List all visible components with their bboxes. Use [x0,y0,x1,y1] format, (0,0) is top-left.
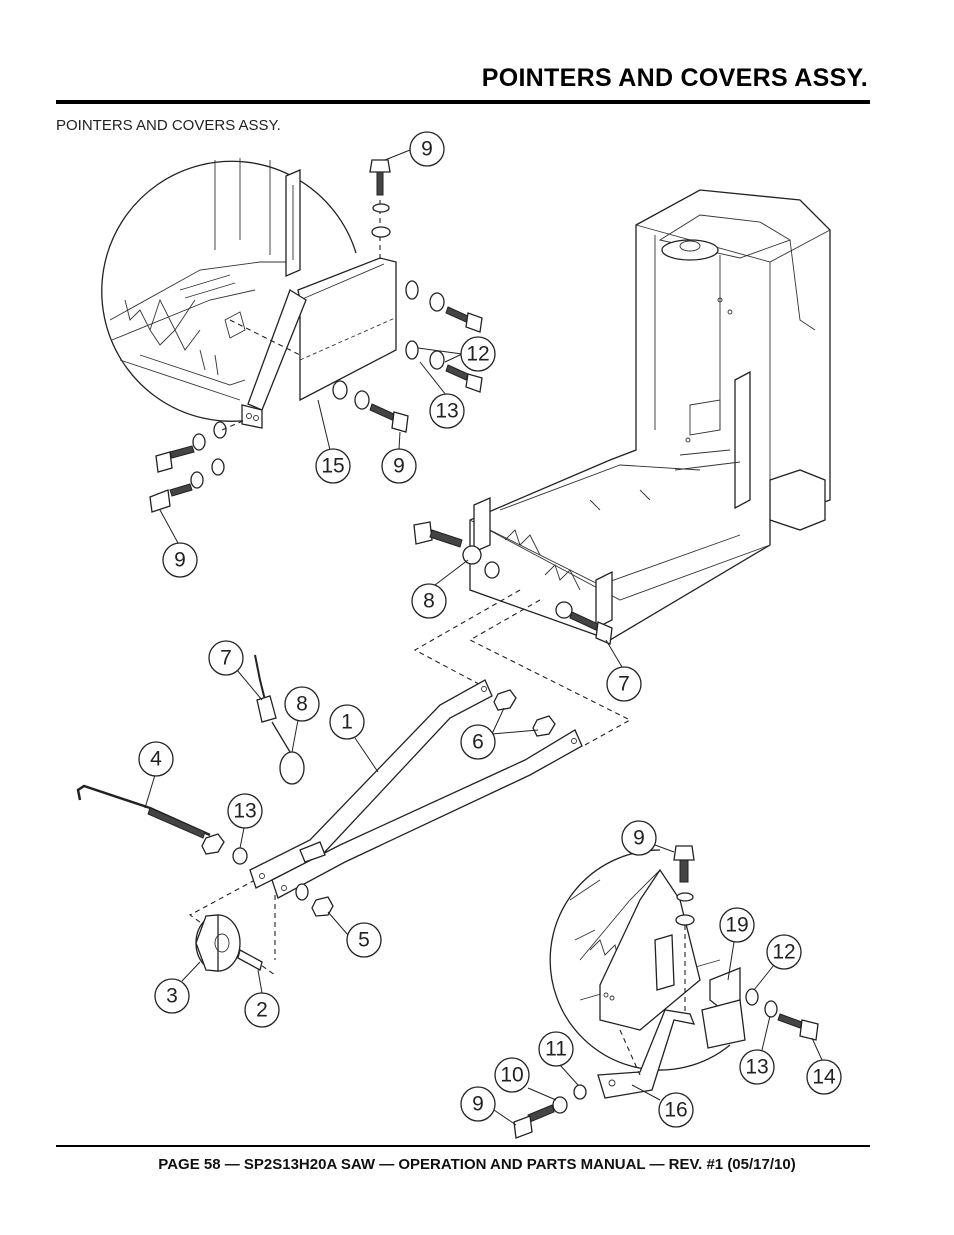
callout-label: 4 [150,748,162,771]
callout-10: 10 [494,1057,557,1101]
callout-12-lower: 12 [753,934,802,991]
callout-label: 2 [256,999,268,1022]
page-title: POINTERS AND COVERS ASSY. [481,64,868,92]
footer-rule [56,1145,870,1147]
callout-13-top: 13 [419,361,465,429]
callout-9-lower: 9 [621,820,675,856]
fastener-group-frame [413,521,613,645]
fastener-group-upper [149,159,483,513]
callout-label: 8 [296,693,308,716]
callout-label: 12 [466,343,489,366]
callout-label: 16 [664,1099,687,1122]
callout-9-left: 9 [159,509,198,578]
callout-6: 6 [460,707,539,760]
callout-label: 1 [341,711,353,734]
callout-8-ring: 8 [284,686,320,753]
saw-frame [469,189,831,641]
callout-12-top: 12 [417,336,496,372]
callout-label: 9 [174,549,186,572]
callout-label: 6 [472,731,484,754]
detail-view-lower [513,845,819,1139]
callout-4: 4 [138,741,174,809]
detail-view-upper [101,158,397,429]
callout-19: 19 [719,907,755,981]
callout-label: 10 [500,1064,523,1087]
hidden-lines-middle [188,589,632,976]
callout-8-frame: 8 [411,559,469,619]
callout-label: 15 [321,455,344,478]
callout-16: 16 [631,1084,694,1128]
callout-7-frame: 7 [605,639,642,702]
callout-11: 11 [538,1031,579,1086]
callout-label: 7 [618,673,630,696]
callout-label: 14 [812,1066,836,1089]
callout-label: 3 [166,985,178,1008]
callout-14: 14 [806,1037,842,1095]
callout-3: 3 [154,961,201,1014]
callout-label: 13 [745,1056,768,1079]
callout-9-bottom: 9 [460,1086,517,1126]
callout-label: 13 [435,400,458,423]
callout-9-top: 9 [384,131,445,167]
callout-label: 13 [233,800,256,823]
pointer-assembly [76,654,583,972]
callout-13-rod: 13 [227,793,263,849]
callout-5: 5 [327,911,382,958]
header-rule [56,100,870,104]
callout-9-mid: 9 [381,431,417,484]
callouts: 9 12 13 15 9 9 8 7 7 8 1 6 4 13 5 3 2 9 … [138,131,842,1128]
callout-label: 11 [545,1038,567,1061]
diagram-caption: POINTERS AND COVERS ASSY. [56,117,281,134]
callout-label: 19 [725,914,748,937]
page-footer: PAGE 58 — SP2S13H20A SAW — OPERATION AND… [158,1156,796,1173]
callout-label: 7 [220,647,232,670]
callout-label: 12 [772,941,795,964]
callout-13-lower: 13 [739,1015,775,1085]
callout-label: 9 [421,138,433,161]
callout-1: 1 [329,704,379,773]
callout-15: 15 [315,399,351,484]
callout-7-pin: 7 [208,640,263,701]
callout-label: 5 [358,929,370,952]
callout-label: 8 [423,590,435,613]
callout-2: 2 [244,969,280,1028]
callout-label: 9 [472,1093,484,1116]
callout-label: 9 [393,455,405,478]
callout-label: 9 [633,827,645,850]
